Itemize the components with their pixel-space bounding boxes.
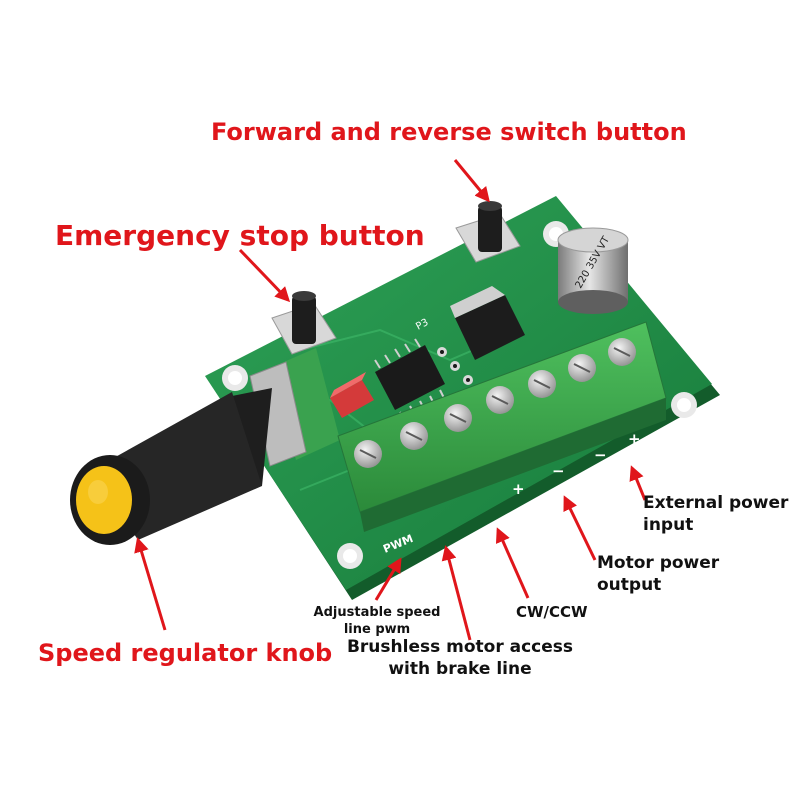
terminal-screw[interactable] bbox=[354, 440, 382, 468]
arrow bbox=[374, 557, 402, 601]
speed-regulator-knob[interactable] bbox=[70, 388, 272, 545]
arrow bbox=[238, 248, 291, 303]
p3-label: P3 bbox=[414, 317, 430, 333]
terminal-screw[interactable] bbox=[608, 338, 636, 366]
terminal-screw[interactable] bbox=[568, 354, 596, 382]
arrow bbox=[134, 537, 167, 631]
arrow bbox=[453, 159, 490, 203]
plus-silkscreen: + bbox=[628, 430, 641, 448]
terminal-screw[interactable] bbox=[486, 386, 514, 414]
minus-silkscreen: − bbox=[552, 462, 565, 480]
plus-silkscreen: + bbox=[512, 480, 525, 498]
speed-knob-label: Speed regulator knob bbox=[38, 639, 333, 667]
terminal-screw[interactable] bbox=[444, 404, 472, 432]
jumper-header bbox=[330, 372, 374, 418]
mounting-hole bbox=[671, 392, 697, 418]
mounting-hole bbox=[222, 365, 248, 391]
forward-reverse-label: Forward and reverse switch button bbox=[211, 118, 687, 146]
external-power-label: External power input bbox=[643, 493, 789, 535]
terminal-screw[interactable] bbox=[400, 422, 428, 450]
p3-header-pads: P3 bbox=[414, 317, 473, 385]
voltage-regulator bbox=[450, 286, 525, 360]
arrow bbox=[563, 495, 597, 561]
emergency-stop-label: Emergency stop button bbox=[55, 219, 425, 252]
annotation-arrows bbox=[134, 159, 647, 641]
terminal-screw[interactable] bbox=[528, 370, 556, 398]
forward-reverse-switch-button[interactable] bbox=[455, 201, 521, 263]
arrow bbox=[495, 527, 530, 599]
emergency-stop-button[interactable] bbox=[271, 291, 337, 355]
minus-silkscreen: − bbox=[594, 446, 607, 464]
electrolytic-capacitor: 220 35V VT bbox=[557, 227, 629, 314]
brushless-motor-label: Brushless motor access with brake line bbox=[346, 637, 574, 679]
cw-ccw-label: CW/CCW bbox=[516, 603, 588, 621]
arrow bbox=[441, 545, 472, 641]
adjustable-speed-label: Adjustable speed line pwm bbox=[313, 605, 441, 637]
arrow bbox=[629, 465, 647, 501]
screw-terminal-block[interactable] bbox=[337, 321, 667, 532]
motor-power-label: Motor power output bbox=[597, 553, 720, 595]
mounting-hole bbox=[337, 543, 363, 569]
